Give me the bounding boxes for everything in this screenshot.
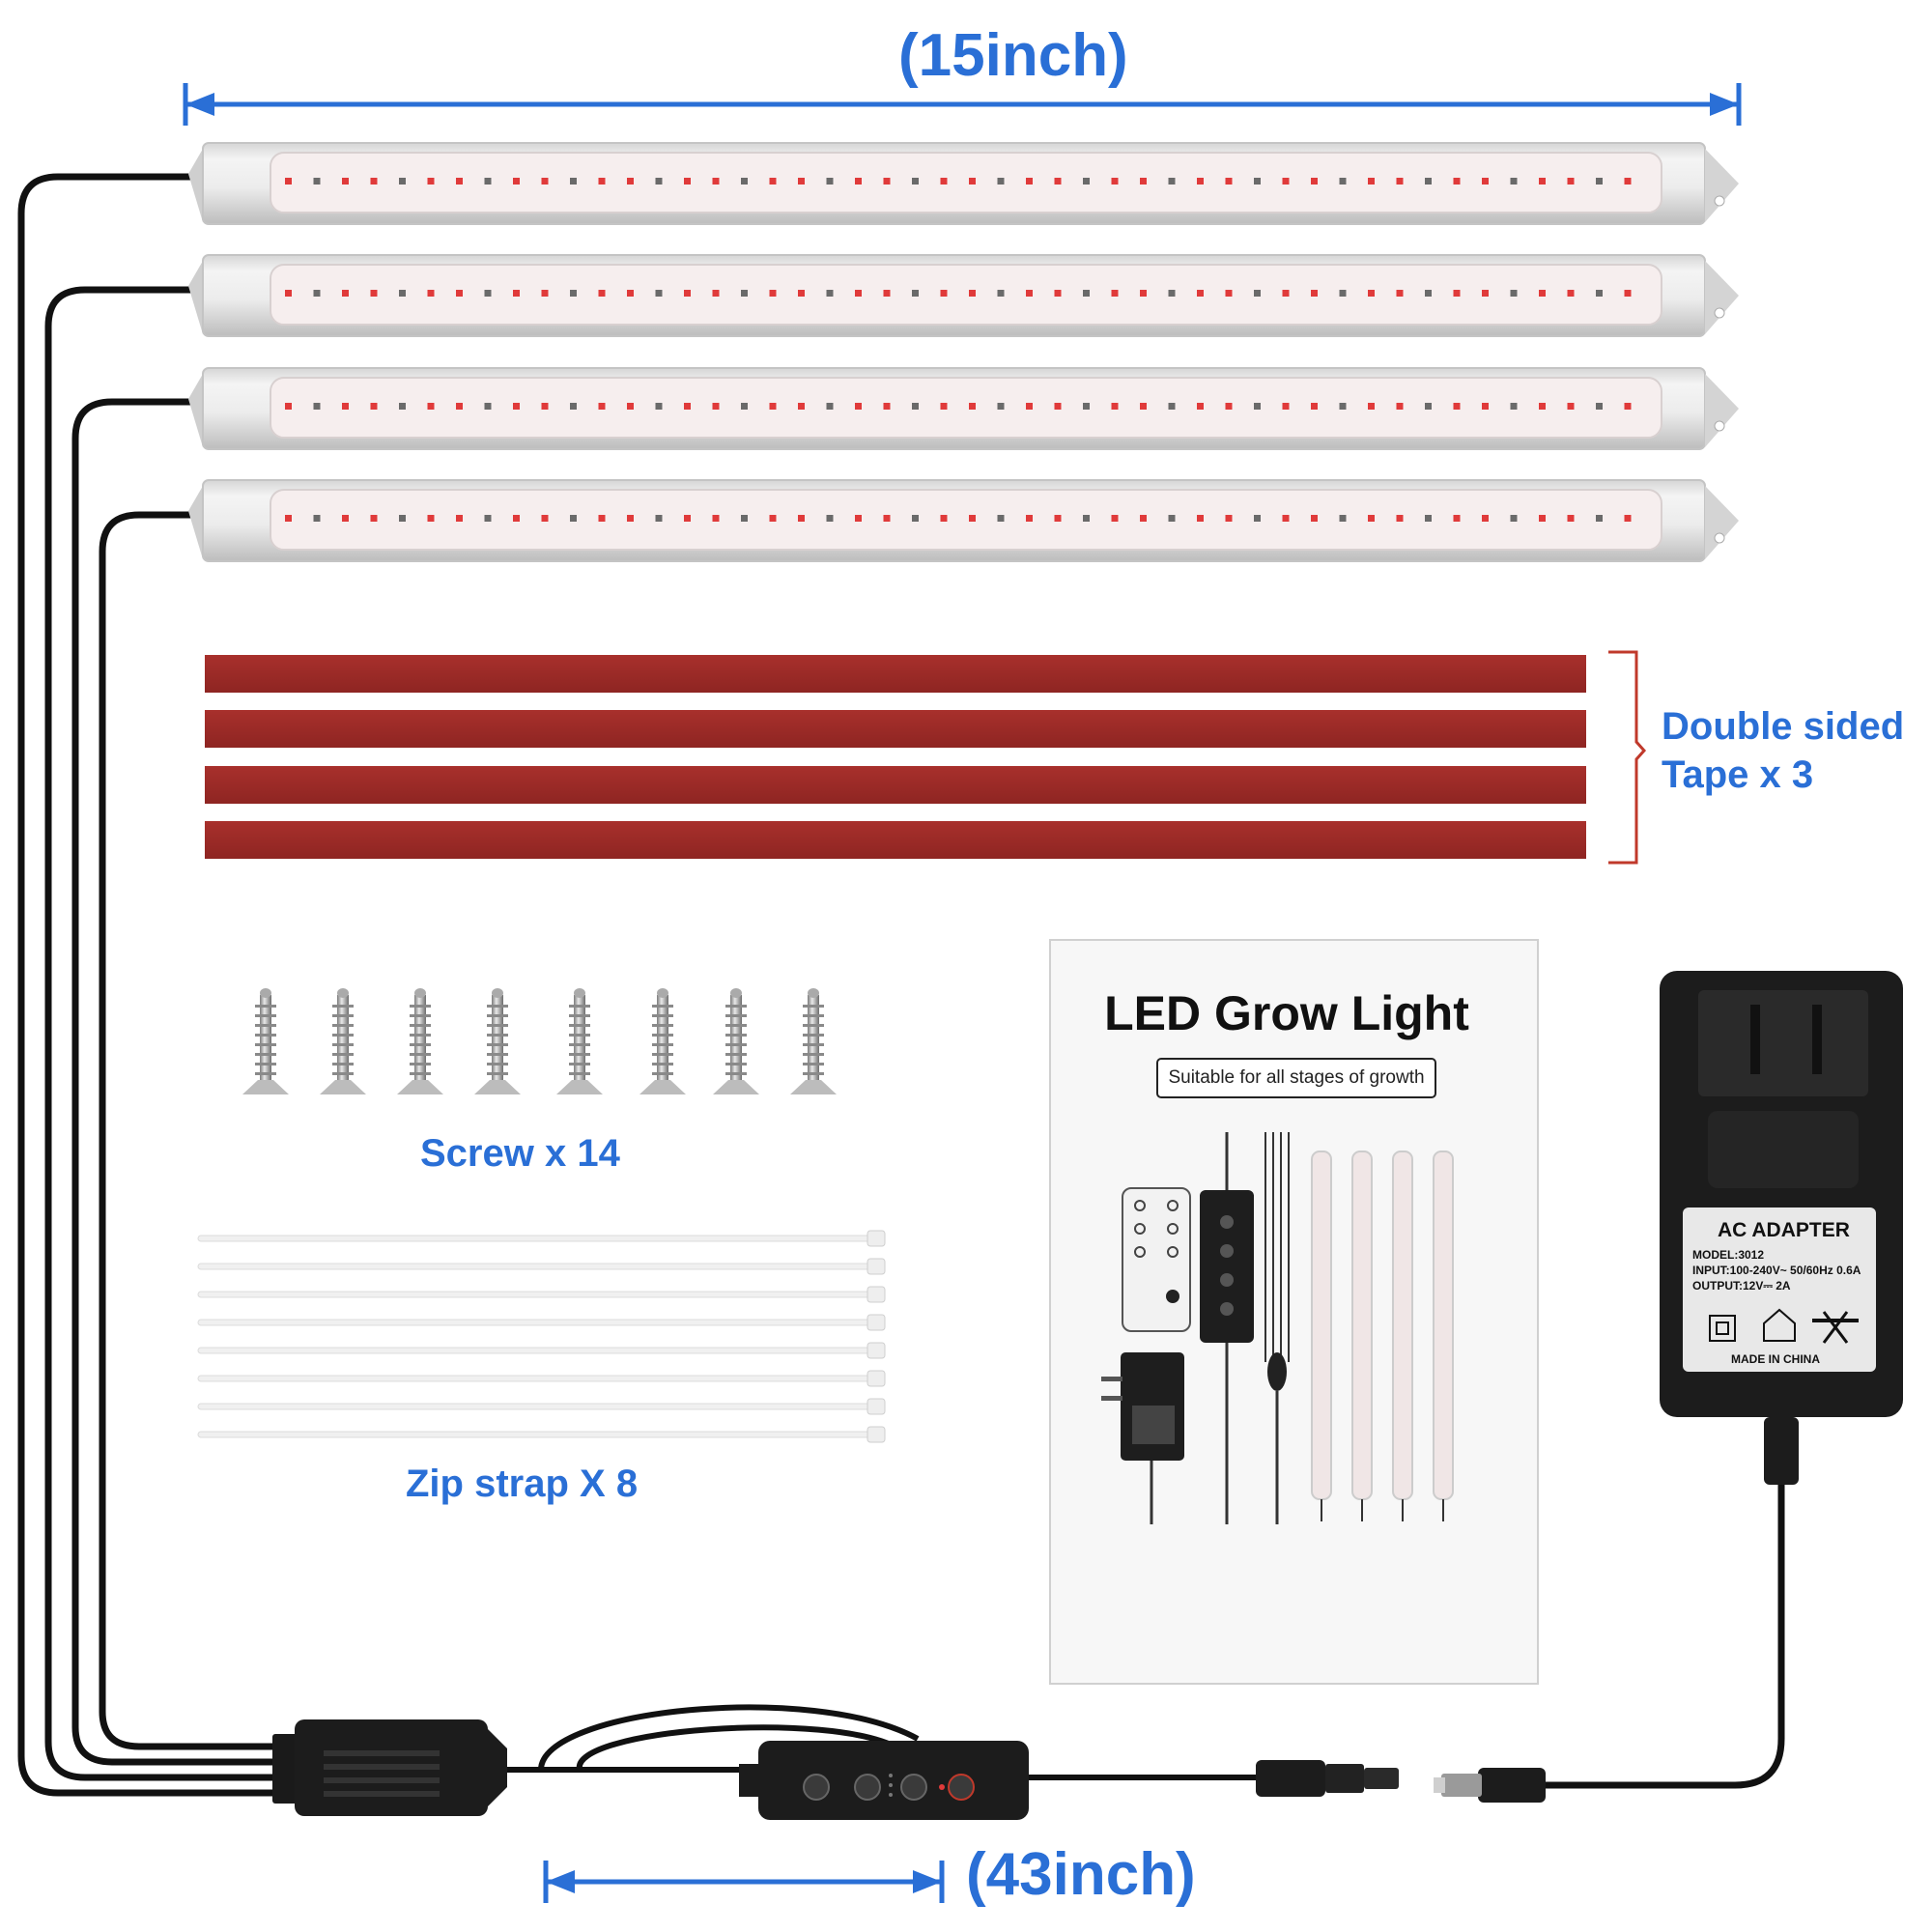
dc-plug	[1256, 1760, 1399, 1797]
cable-length-label: (43inch)	[966, 1841, 1196, 1908]
screw	[713, 988, 759, 1094]
zip-strap	[197, 1342, 886, 1359]
zip-strap-label: Zip strap X 8	[406, 1463, 639, 1505]
adapter-title: AC ADAPTER	[1718, 1219, 1850, 1241]
screw-label: Screw x 14	[420, 1132, 620, 1175]
tape-label-line2: Tape x 3	[1662, 753, 1814, 796]
adapter-model: MODEL:3012	[1692, 1248, 1765, 1262]
tape-label-line1: Double sided	[1662, 705, 1905, 748]
screw	[790, 988, 837, 1094]
controller-illustration	[1200, 1190, 1254, 1343]
manual-subtitle: Suitable for all stages of growth	[1156, 1058, 1436, 1098]
led-bar	[188, 479, 1739, 562]
zip-strap	[197, 1258, 886, 1275]
ac-adapter	[1434, 971, 1903, 1803]
zip-strap	[197, 1286, 886, 1303]
zip-strap	[197, 1426, 886, 1443]
tape-strip	[205, 655, 1586, 693]
screw	[320, 988, 366, 1094]
tape-strip	[205, 821, 1586, 859]
bar-length-arrow	[183, 83, 1742, 126]
screw	[242, 988, 289, 1094]
adapter-input: INPUT:100-240V~ 50/60Hz 0.6A	[1692, 1264, 1861, 1277]
led-bar	[188, 142, 1739, 225]
screw	[397, 988, 443, 1094]
adapter-made-in: MADE IN CHINA	[1731, 1352, 1820, 1366]
zip-strap	[197, 1370, 886, 1387]
manual-title: LED Grow Light	[1104, 986, 1469, 1040]
screw	[556, 988, 603, 1094]
tape-strip	[205, 766, 1586, 804]
zip-strap	[197, 1230, 886, 1247]
zip-strap	[197, 1314, 886, 1331]
adapter-output: OUTPUT:12V⎓ 2A	[1692, 1279, 1791, 1293]
tape-strips	[205, 655, 1586, 859]
tape-strip	[205, 710, 1586, 748]
dimmer-controller	[739, 1741, 1029, 1820]
screw	[474, 988, 521, 1094]
bar-cables	[17, 173, 284, 1797]
led-bar	[188, 367, 1739, 450]
manual-booklet	[1049, 939, 1539, 1685]
bar-length-label: (15inch)	[898, 22, 1128, 89]
led-bar	[188, 254, 1739, 337]
main-cable	[507, 1704, 1256, 1780]
cable-splitter	[272, 1719, 507, 1816]
screws	[242, 988, 837, 1094]
zip-strap	[197, 1398, 886, 1415]
tape-bracket	[1608, 650, 1647, 865]
cable-length-arrow	[543, 1861, 945, 1903]
screw	[639, 988, 686, 1094]
remote-illustration	[1122, 1187, 1191, 1332]
led-bars	[188, 142, 1739, 562]
zip-straps	[197, 1230, 886, 1443]
